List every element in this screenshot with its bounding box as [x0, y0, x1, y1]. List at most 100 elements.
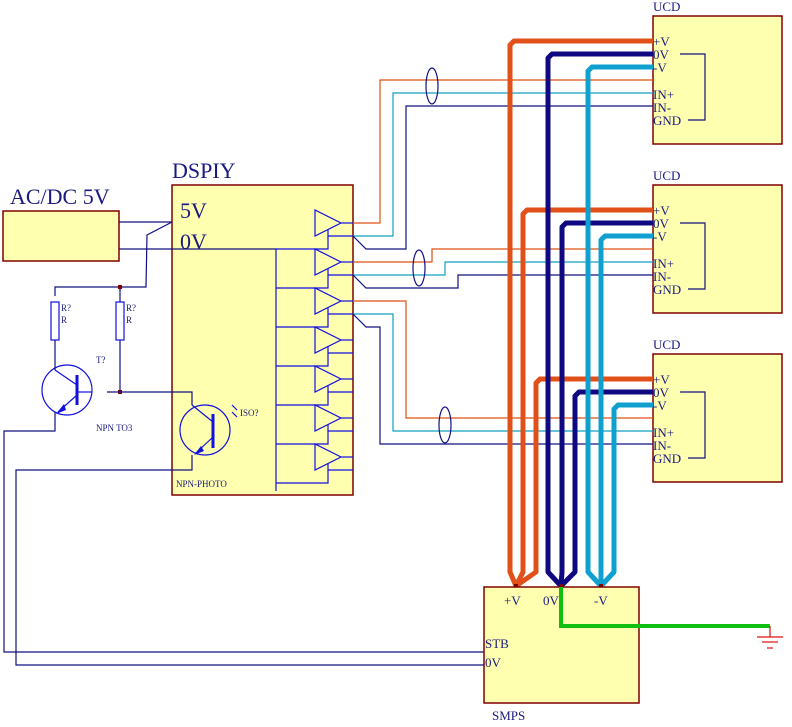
wire-in-minus: [353, 92, 653, 237]
acdc-box[interactable]: [2, 210, 120, 262]
smps-pin-stb: STB: [485, 636, 509, 651]
rail-zero: [545, 51, 653, 588]
rail-zero: [559, 389, 653, 588]
wire-stb: [3, 412, 485, 653]
light-arrow-icon: [231, 411, 238, 418]
rail-zero: [558, 220, 653, 587]
buffer-amp: [276, 326, 353, 367]
signal-bundle: [352, 248, 653, 289]
iso-label: ISO?: [240, 408, 259, 418]
wire-gnd: [352, 313, 653, 445]
signal-wires: [352, 67, 653, 445]
shield-icon: [425, 67, 439, 105]
light-arrow-icon: [231, 404, 238, 411]
rail-positive: [513, 207, 653, 588]
photo-transistor[interactable]: [179, 404, 238, 456]
transistor-ref: T?: [96, 355, 106, 365]
ucd-title: UCD: [653, 0, 680, 14]
smps-pin-0v: 0V: [485, 655, 502, 670]
rail-positive: [514, 376, 653, 589]
buffer-amp: [276, 365, 353, 406]
wire-in-plus: [353, 79, 653, 224]
junction-dot: [599, 584, 603, 588]
ucd-pin-label: IN-: [653, 438, 671, 453]
ucd-title: UCD: [653, 337, 680, 352]
ucd-module[interactable]: UCD +V0V-V IN+IN-GND: [652, 337, 783, 483]
power-rails: [507, 38, 653, 589]
ucd-pin-label: +V: [653, 372, 670, 387]
ucd-title: UCD: [653, 168, 680, 183]
left-circuit: R? R R? R T? NPN TO3: [3, 285, 485, 666]
npn-photo-label: NPN-PHOTO: [176, 479, 227, 489]
wire-in-minus: [353, 261, 653, 276]
ucd-box[interactable]: [652, 15, 783, 145]
wire-smps-0v: [15, 455, 485, 666]
wire-base-to-photo: [107, 391, 193, 405]
buffer-amp: [276, 287, 353, 328]
buffer-amp: [276, 443, 353, 484]
ucd-pin-label: +V: [653, 34, 670, 49]
ground-connection: [559, 587, 783, 649]
wire-gnd: [352, 105, 653, 250]
acdc-module[interactable]: AC/DC 5V: [2, 184, 120, 262]
shield-icon: [438, 406, 452, 444]
resistor-2[interactable]: [115, 301, 125, 341]
ucd-pin-label: IN-: [653, 100, 671, 115]
ucd-pin-label: +V: [653, 203, 670, 218]
signal-bundle: [352, 300, 653, 445]
resistor-2-ref: R?: [126, 303, 136, 313]
wire-gnd: [352, 274, 653, 289]
ucd-pin-label: IN-: [653, 269, 671, 284]
ground-link-wire: [559, 587, 770, 628]
resistor-1-ref: R?: [61, 303, 71, 313]
resistor-1-value: R: [61, 315, 67, 325]
ucd-box[interactable]: [652, 184, 783, 314]
wire-in-plus: [353, 300, 653, 419]
buffer-amp: [276, 209, 353, 250]
resistor-1[interactable]: [50, 301, 60, 341]
smps-title: SMPS: [492, 708, 525, 723]
dspiy-buffers: [275, 209, 353, 491]
dspiy-pin-0v: 0V: [180, 229, 207, 254]
ucd-pin-label: IN+: [653, 256, 674, 271]
ucd-pin-label: IN+: [653, 425, 674, 440]
acdc-wires: [54, 221, 276, 296]
ucd-module[interactable]: UCD+V0V-VIN+IN-GND: [652, 168, 783, 314]
buffer-amp: [276, 248, 353, 289]
ucd-pin-label: 0V: [653, 385, 670, 400]
ucd-pin-label: 0V: [653, 47, 670, 62]
wire-in-minus: [353, 313, 653, 432]
ucd-pin-label: IN+: [653, 87, 674, 102]
shield-icon: [412, 249, 426, 287]
ucd-pin-label: GND: [653, 282, 681, 297]
rail-negative: [585, 64, 653, 588]
ucd-modules: UCD+V0V-VIN+IN-GNDUCD+V0V-VIN+IN-GNDUCD+…: [652, 0, 783, 483]
wire-in-plus: [353, 248, 653, 263]
rail-negative: [598, 233, 653, 586]
ucd-pin-label: -V: [653, 398, 667, 413]
ucd-pin-label: GND: [653, 113, 681, 128]
smps-pin-zero: 0V: [543, 593, 560, 608]
signal-bundle: [352, 67, 653, 250]
ucd-module[interactable]: UCD +V0V-V IN+IN-GND: [652, 0, 783, 145]
dspiy-title: DSPIY: [172, 158, 236, 183]
buffer-amp: [276, 404, 353, 445]
dspiy-box[interactable]: [171, 184, 354, 496]
transistor-type: NPN TO3: [96, 423, 133, 433]
ucd-pin-label: -V: [653, 60, 667, 75]
resistor-2-value: R: [126, 315, 132, 325]
smps-pin-neg: -V: [594, 593, 608, 608]
acdc-title: AC/DC 5V: [10, 184, 110, 209]
dspiy-pin-5v: 5V: [180, 198, 207, 223]
dspiy-module[interactable]: DSPIY 5V 0V NPN-PHOTO ISO?: [171, 158, 354, 496]
rail-negative: [599, 402, 653, 588]
ucd-box[interactable]: [652, 353, 783, 483]
junction-dot: [514, 584, 518, 588]
junction-dot: [118, 285, 122, 289]
rail-positive: [507, 38, 653, 587]
ucd-pin-label: GND: [653, 451, 681, 466]
junction-dot: [559, 584, 563, 588]
wire-5v-to-resistors: [54, 221, 173, 296]
transistor-npn-to3[interactable]: [41, 350, 93, 416]
